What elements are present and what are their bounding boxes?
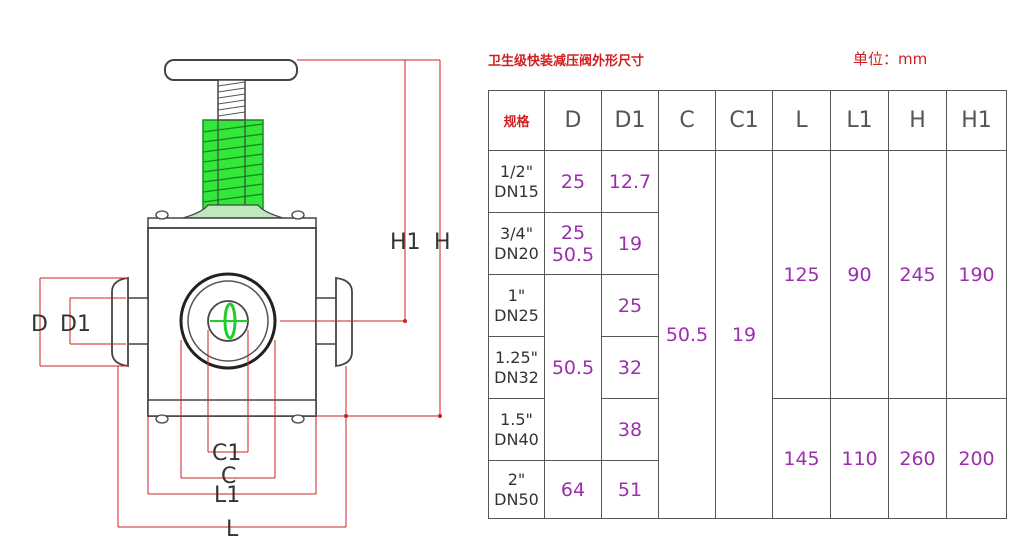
size-cell: 1.25" DN32	[488, 336, 545, 399]
bottom-plate	[147, 399, 317, 417]
size-cell: 2" DN50	[488, 460, 545, 519]
size-inch: 1.5"	[500, 409, 533, 429]
table-row: 1" DN25 50.5 25	[488, 274, 1007, 461]
size-dn: DN25	[494, 305, 539, 325]
size-cell: 3/4" DN20	[488, 212, 545, 275]
header-c: C	[658, 90, 716, 151]
header-d1: D1	[601, 90, 659, 151]
top-bolt-right-icon	[291, 210, 305, 220]
size-dn: DN32	[494, 367, 539, 387]
d1-value: 12.7	[601, 150, 659, 213]
spec-table: 规格 D D1 C C1 L L1 H H1 1/2" DN15 25 12.7…	[488, 90, 1007, 519]
bonnet-green	[202, 119, 264, 231]
top-plate	[147, 217, 317, 229]
size-dn: DN15	[494, 181, 539, 201]
table-row: 1.5" DN40 38 145 110 260 200	[488, 398, 1007, 519]
d1-value: 25	[601, 274, 659, 337]
table-row: 2" DN50 64 51	[488, 460, 1007, 519]
bottom-bolt-left-icon	[155, 414, 169, 424]
d1-value: 51	[601, 460, 659, 519]
c1-value: 19	[715, 150, 773, 519]
l1-value-small: 90	[830, 150, 889, 399]
header-h1: H1	[946, 90, 1007, 151]
bonnet-base	[182, 204, 284, 219]
d-value: 25 50.5	[544, 212, 602, 275]
header-h: H	[888, 90, 947, 151]
size-inch: 1.25"	[495, 347, 538, 367]
label-d1: D1	[60, 312, 91, 337]
header-row: 规格 D D1 C C1 L L1 H H1	[488, 90, 1007, 151]
d-value-line: 50.5	[551, 243, 595, 266]
header-l: L	[772, 90, 831, 151]
valve-handle-bar	[164, 59, 298, 81]
size-inch: 3/4"	[499, 223, 534, 243]
dimension-lines	[39, 59, 441, 528]
header-d: D	[544, 90, 602, 151]
d-value-line: 25	[560, 221, 586, 244]
size-inch: 2"	[507, 469, 526, 489]
table-row: 1.25" DN32 32	[488, 336, 1007, 399]
label-l: L	[226, 517, 239, 542]
d-value: 50.5	[544, 274, 602, 461]
table-row: 1/2" DN15 25 12.7 50.5 19 125 90 245 190	[488, 150, 1007, 519]
d-value: 25	[544, 150, 602, 213]
h1-value-small: 190	[946, 150, 1007, 399]
top-bolt-left-icon	[155, 210, 169, 220]
h1-value-large: 200	[946, 398, 1007, 519]
label-d: D	[31, 312, 48, 337]
label-h1: H1	[390, 230, 421, 255]
c-value: 50.5	[658, 150, 716, 519]
h-value-small: 245	[888, 150, 947, 399]
bottom-bolt-right-icon	[291, 414, 305, 424]
l1-value-large: 110	[830, 398, 889, 519]
label-l1: L1	[214, 483, 240, 508]
size-dn: DN50	[494, 489, 539, 509]
size-inch: 1"	[507, 285, 526, 305]
d-value: 64	[544, 460, 602, 519]
size-dn: DN20	[494, 243, 539, 263]
valve-drawing: H1 H D D1 C1 C L1 L	[31, 59, 451, 542]
header-spec: 规格	[488, 90, 545, 151]
label-c: C	[221, 464, 236, 489]
table-row: 3/4" DN20 25 50.5 19	[488, 212, 1007, 275]
unit-label: 单位：mm	[853, 50, 928, 68]
table-title: 卫生级快装减压阀外形尺寸	[488, 54, 645, 69]
l-value-small: 125	[772, 150, 831, 399]
label-c1: C1	[212, 441, 241, 466]
header-l1: L1	[830, 90, 889, 151]
left-pipe-stub	[125, 297, 149, 345]
size-cell: 1/2" DN15	[488, 150, 545, 213]
label-h: H	[434, 230, 451, 255]
d1-value: 38	[601, 398, 659, 461]
d1-value: 19	[601, 212, 659, 275]
d1-value: 32	[601, 336, 659, 399]
size-dn: DN40	[494, 429, 539, 449]
size-cell: 1" DN25	[488, 274, 545, 337]
h-value-large: 260	[888, 398, 947, 519]
right-ferrule	[335, 276, 353, 368]
header-c1: C1	[715, 90, 773, 151]
center-port-ring	[187, 280, 269, 362]
size-cell: 1.5" DN40	[488, 398, 545, 461]
l-value-large: 145	[772, 398, 831, 519]
left-ferrule	[111, 276, 129, 368]
dimension-arrows	[344, 319, 442, 418]
size-inch: 1/2"	[499, 161, 534, 181]
